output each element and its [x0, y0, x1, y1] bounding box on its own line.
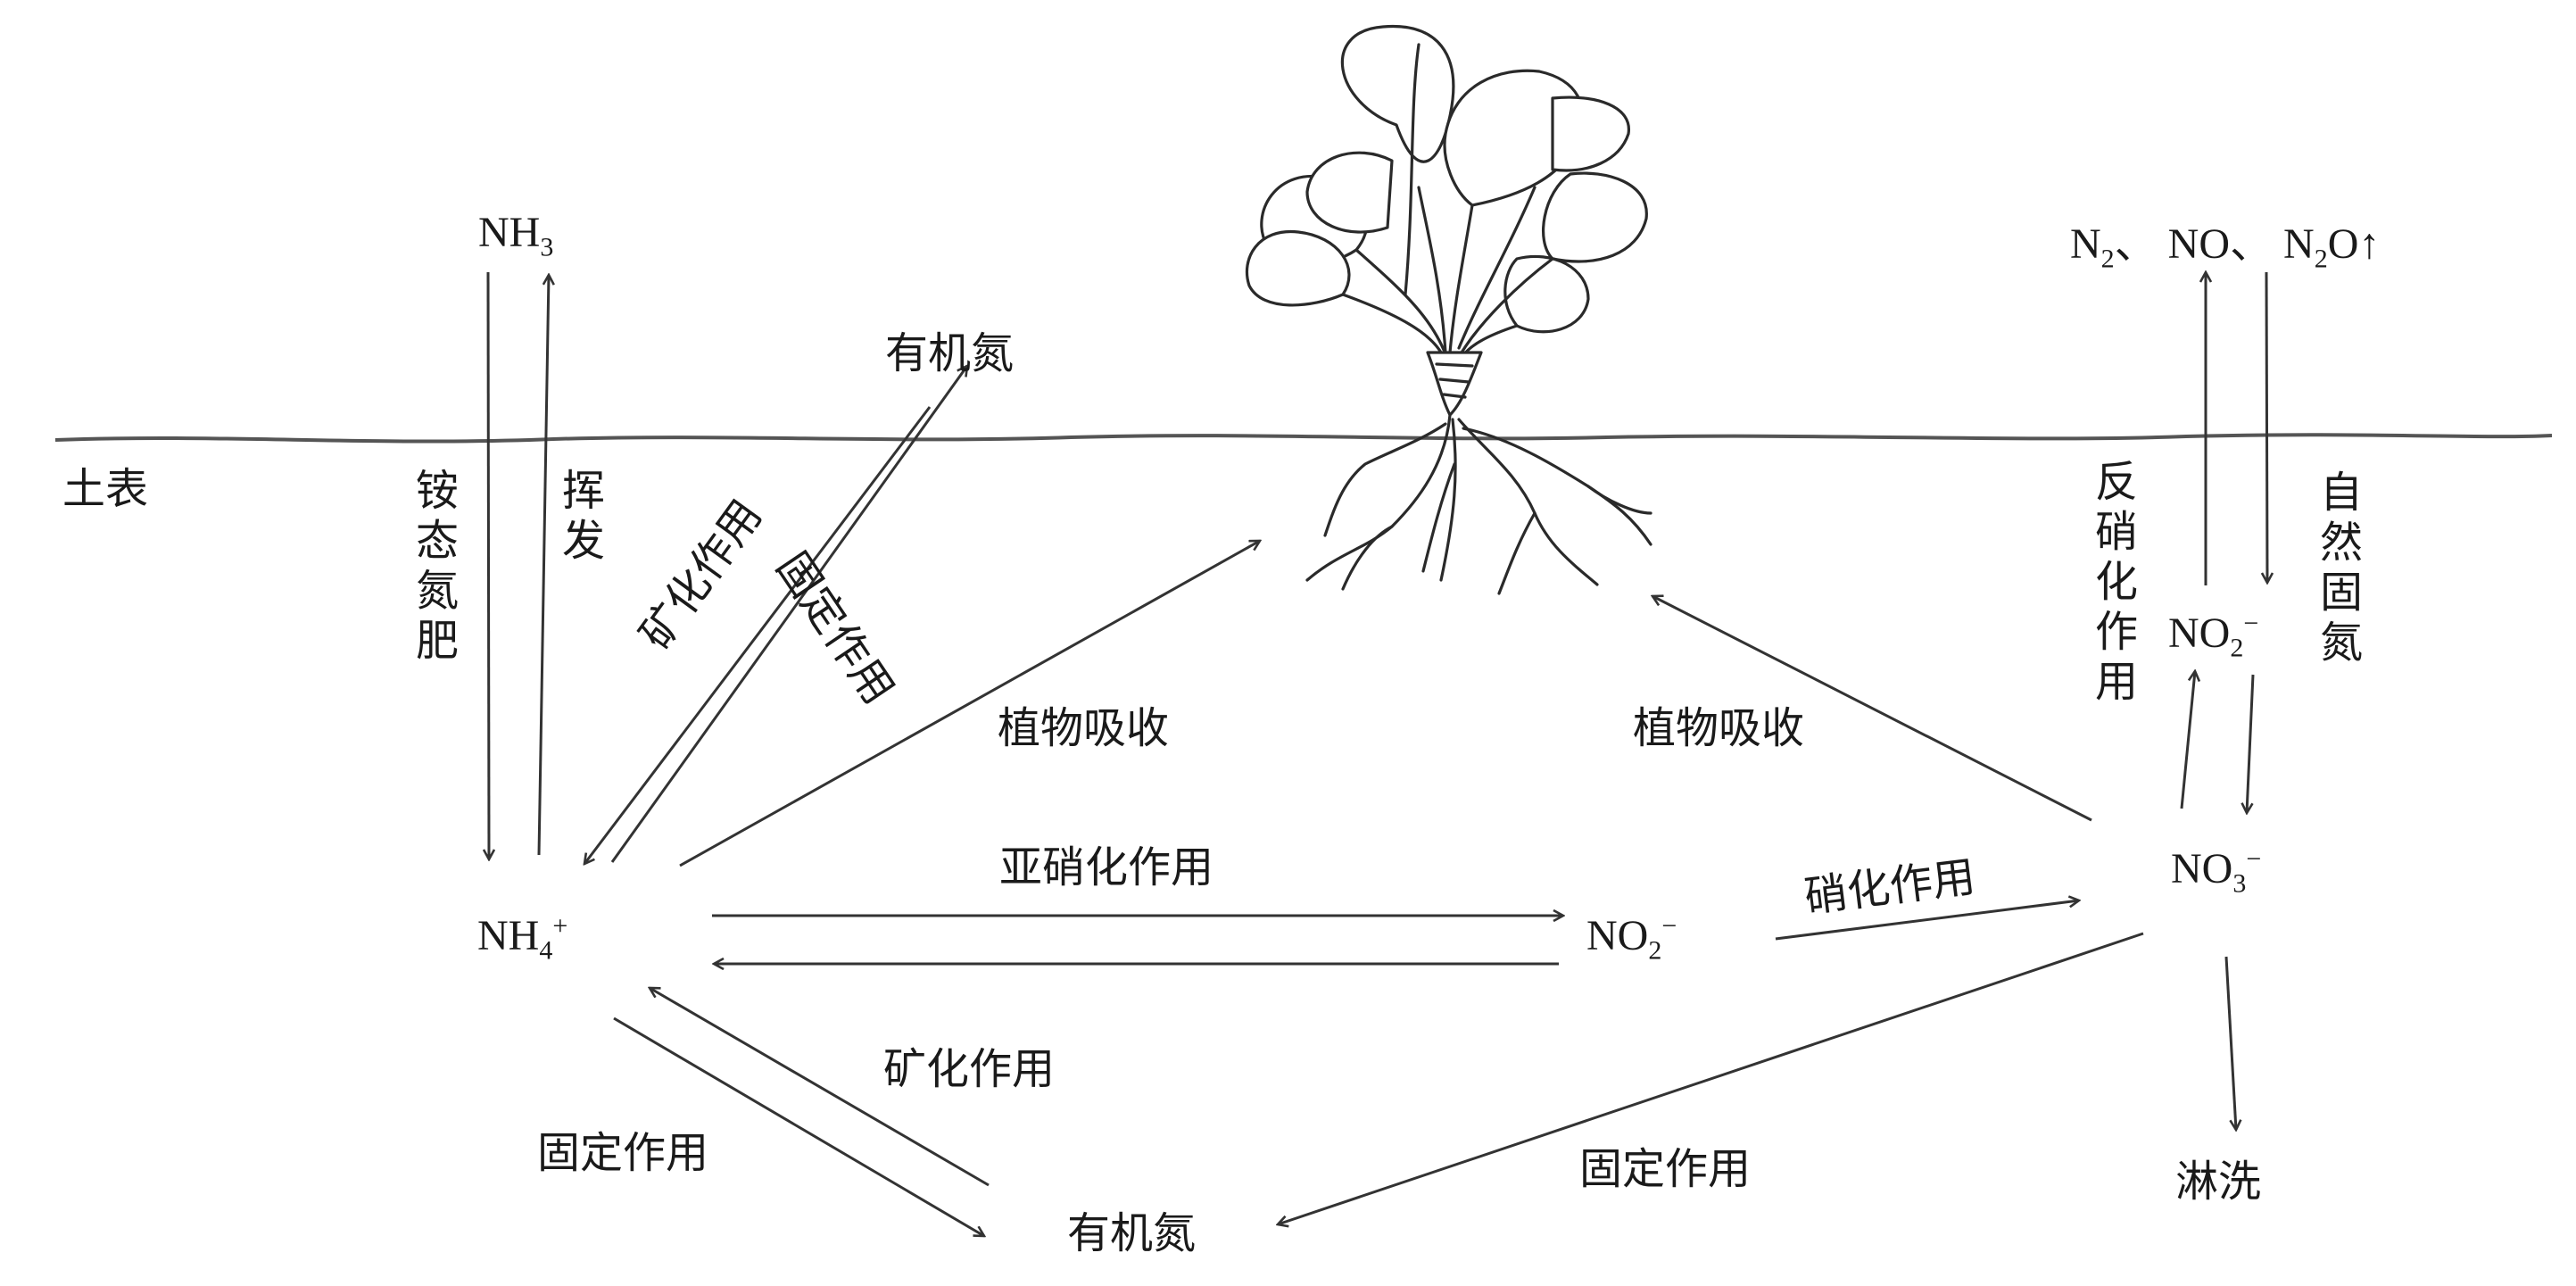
arrow-immobilization-upper: [610, 366, 967, 863]
nh4-label: NH4+: [477, 911, 568, 966]
plant-leaf: [1503, 254, 1590, 334]
plant-root: [1341, 525, 1394, 591]
immobilization-left-label: 固定作用: [537, 1128, 709, 1178]
plant-leaf: [1404, 43, 1421, 296]
immobilization-right-label: 固定作用: [1579, 1144, 1752, 1194]
arrow-plant-uptake-right: [1652, 596, 2092, 822]
plant-uptake-left-label: 植物吸收: [998, 703, 1170, 753]
plant-root: [1586, 485, 1652, 515]
arrow-immobilization-right: [1278, 932, 2144, 1224]
plant-root: [1421, 462, 1456, 573]
plant-stem: [1341, 186, 1554, 357]
plant-root: [1497, 511, 1536, 595]
plant-leaf: [1542, 171, 1648, 263]
nh3-label: NH3: [478, 209, 554, 262]
no3-label: NO3−: [2171, 844, 2262, 899]
arrow-nitrite-to-nitrate: [2247, 674, 2255, 813]
arrow-leaching: [2224, 956, 2236, 1130]
soil-surface-line: [54, 433, 2553, 444]
nitritation-label: 亚硝化作用: [999, 842, 1214, 892]
plant-root: [1462, 427, 1652, 546]
organic-nitrogen-top-label: 有机氮: [885, 328, 1015, 378]
arrow-nitrification: [1775, 900, 2079, 941]
mineralization-lower-label: 矿化作用: [883, 1044, 1056, 1094]
no2-center-label: NO2−: [1586, 911, 1677, 966]
plant-crown: [1435, 362, 1474, 399]
arrow-ammonium-fertilizer: [488, 271, 489, 859]
plant-crown: [1426, 351, 1483, 417]
plant-uptake-right-label: 植物吸收: [1633, 703, 1805, 753]
plant-leaf: [1245, 229, 1351, 307]
natural-fixation-label: 自然固氮: [2319, 468, 2363, 668]
arrow-mineralization-upper: [584, 406, 932, 864]
arrow-plant-uptake-left: [679, 541, 1260, 867]
arrow-immobilization-left: [613, 1016, 984, 1236]
arrow-natural-fixation: [2266, 271, 2267, 583]
no2-right-label: NO2−: [2168, 609, 2259, 663]
plant-leaf: [1305, 151, 1394, 234]
leaching-label: 淋洗: [2175, 1157, 2262, 1207]
arrow-mineralization-lower: [650, 988, 990, 1187]
plant-root: [1439, 418, 1457, 582]
organic-nitrogen-bottom-label: 有机氮: [1067, 1208, 1197, 1258]
plant-illustration: [1245, 24, 1652, 595]
arrow-volatilization: [537, 275, 549, 856]
volatilization-label: 挥发: [561, 466, 605, 566]
soil-surface-label: 土表: [62, 464, 149, 514]
plant-root: [1323, 422, 1447, 537]
plant-leaf: [1340, 24, 1455, 163]
denitrification-label: 反硝化作用: [2094, 457, 2138, 707]
ammonium-fertilizer-label: 铵态氮肥: [415, 466, 459, 666]
arrow-nitrate-to-nitrite: [2180, 671, 2195, 809]
plant-leaf: [1551, 95, 1630, 172]
gases-label: N2、 NO、 N2O↑: [2070, 220, 2381, 274]
plant-root: [1457, 418, 1599, 586]
